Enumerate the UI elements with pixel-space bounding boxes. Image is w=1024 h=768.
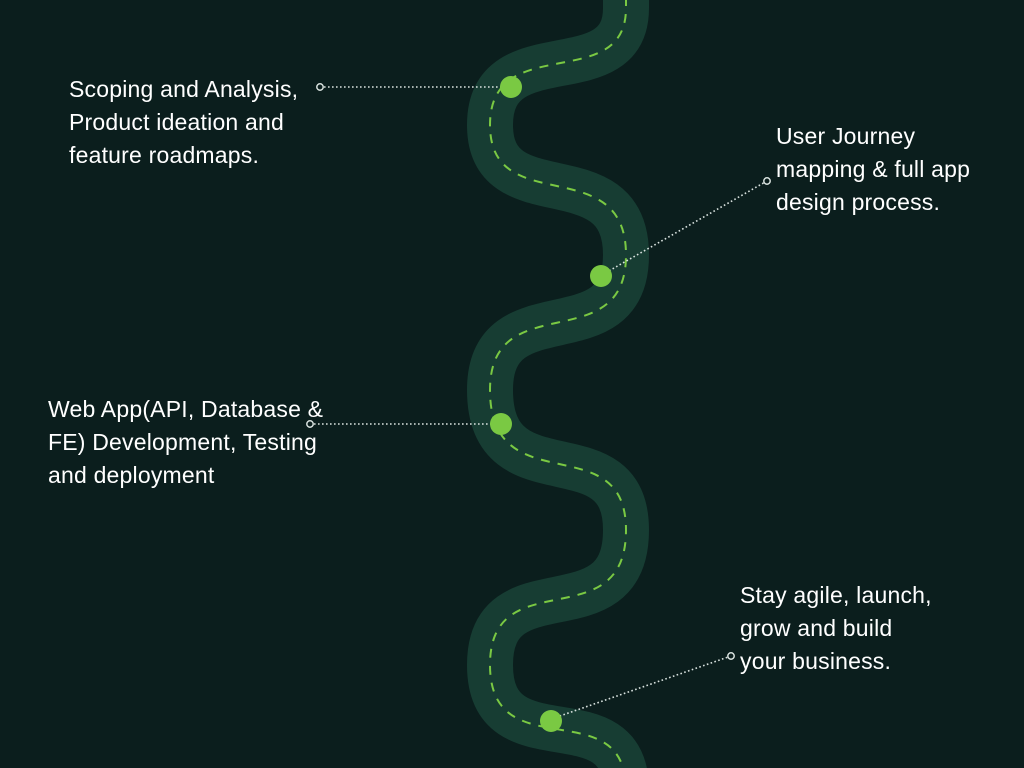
connector-line-2 [606, 180, 768, 273]
milestone-4-line-2: grow and build [740, 615, 893, 641]
milestone-3-line-1: Web App(API, Database & [48, 396, 324, 422]
connector-end-ring-3 [306, 420, 314, 428]
connector-line-4 [556, 655, 732, 718]
milestone-3-line-3: and deployment [48, 462, 215, 488]
road-lane-marking [488, 0, 628, 768]
milestone-4-line-3: your business. [740, 648, 892, 674]
milestone-1-line-2: Product ideation and [69, 109, 284, 135]
milestone-2-line-2: mapping & full app [776, 156, 971, 182]
connector-end-ring-2 [763, 177, 771, 185]
milestone-label-1: Scoping and Analysis, Product ideation a… [69, 73, 298, 172]
milestone-dot-4 [540, 710, 562, 732]
milestone-dot-2 [590, 265, 612, 287]
milestone-label-2: User Journey mapping & full app design p… [776, 120, 970, 219]
milestone-dot-1 [500, 76, 522, 98]
milestone-3-line-2: FE) Development, Testing [48, 429, 317, 455]
milestone-2-line-1: User Journey [776, 123, 916, 149]
winding-road [466, 0, 650, 768]
milestone-2-line-3: design process. [776, 189, 941, 215]
milestone-1-line-1: Scoping and Analysis, [69, 76, 299, 102]
milestone-4-line-1: Stay agile, launch, [740, 582, 932, 608]
milestone-label-3: Web App(API, Database & FE) Development,… [48, 393, 323, 492]
connector-end-ring-4 [727, 652, 735, 660]
milestone-dot-3 [490, 413, 512, 435]
connector-end-ring-1 [316, 83, 324, 91]
milestone-label-4: Stay agile, launch, grow and build your … [740, 579, 932, 678]
milestone-1-line-3: feature roadmaps. [69, 142, 260, 168]
